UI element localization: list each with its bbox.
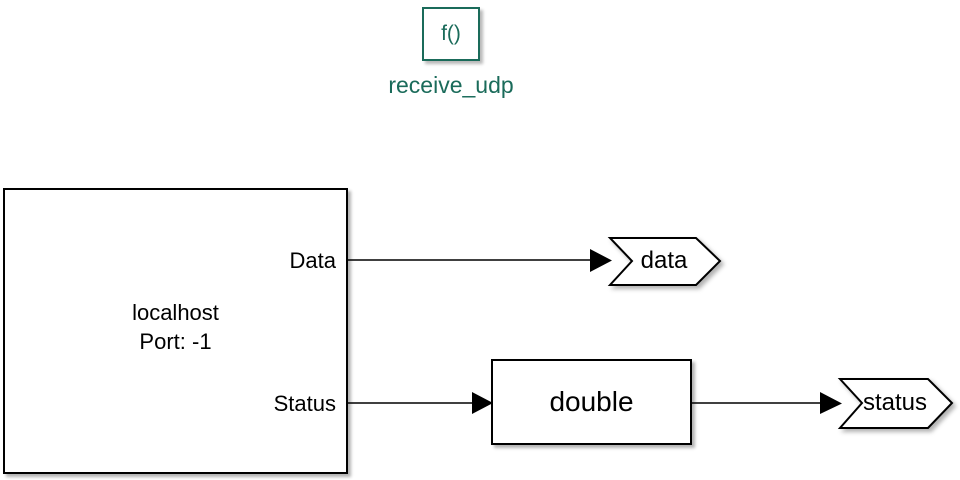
data-type-conversion-label: double [549,386,634,417]
outport-status[interactable]: status [836,376,954,430]
udp-block-center-label: localhost Port: -1 [132,300,219,354]
arrowhead-double-in [472,392,493,414]
function-block-icon: f() [441,22,461,45]
outport-status-label: status [862,389,928,416]
outport-data[interactable]: data [606,235,722,287]
outport-data-label: data [640,247,688,274]
function-block[interactable]: f() [422,7,480,61]
udp-receive-block[interactable]: localhost Port: -1 Data Status [3,188,348,474]
function-block-caption: receive_udp [388,72,514,98]
output-port-label-data: Data [289,248,336,273]
output-port-label-status: Status [273,391,336,416]
data-type-conversion-block[interactable]: double [491,359,692,445]
